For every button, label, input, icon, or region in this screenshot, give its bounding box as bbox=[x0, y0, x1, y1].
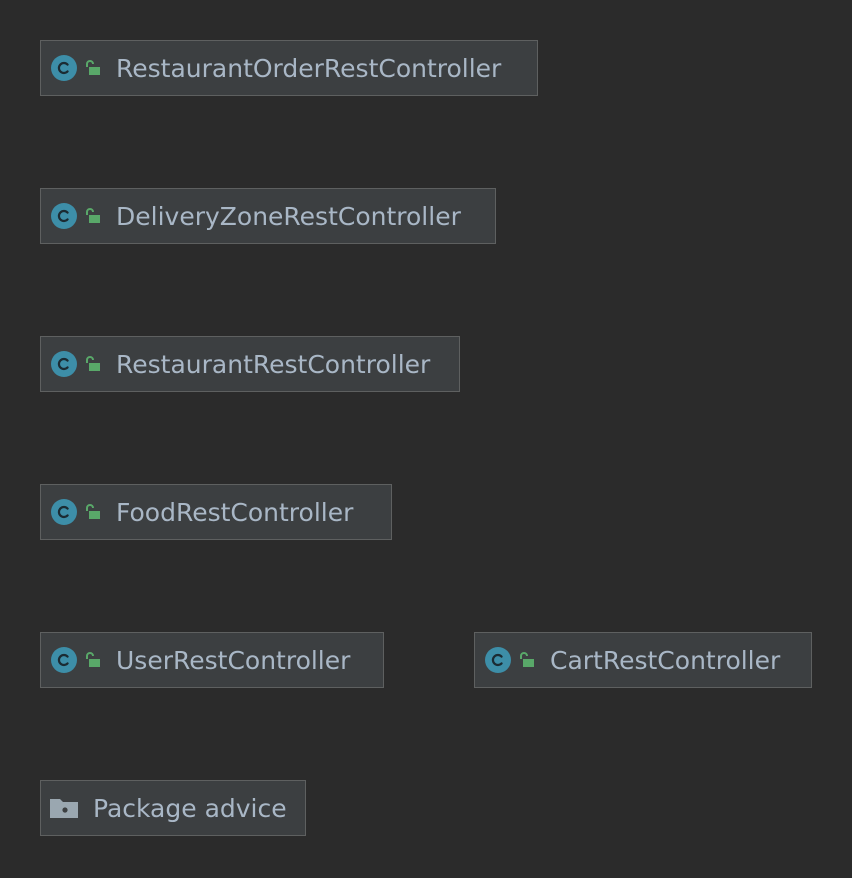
folder-icon bbox=[50, 799, 78, 818]
package-name-label: Package advice bbox=[93, 793, 287, 823]
class-node-restaurant-rest-controller[interactable]: RestaurantRestController bbox=[40, 336, 460, 392]
class-c-icon bbox=[485, 647, 511, 673]
class-c-icon bbox=[51, 55, 77, 81]
class-name-label: RestaurantOrderRestController bbox=[116, 53, 502, 83]
public-lock-icon bbox=[86, 652, 100, 667]
public-lock-icon bbox=[520, 652, 534, 667]
class-node-delivery-zone-rest-controller[interactable]: DeliveryZoneRestController bbox=[40, 188, 496, 244]
class-node-cart-rest-controller[interactable]: CartRestController bbox=[474, 632, 812, 688]
class-name-label: FoodRestController bbox=[116, 497, 354, 527]
class-node-restaurant-order-rest-controller[interactable]: RestaurantOrderRestController bbox=[40, 40, 538, 96]
class-name-label: DeliveryZoneRestController bbox=[116, 201, 461, 231]
class-node-food-rest-controller[interactable]: FoodRestController bbox=[40, 484, 392, 540]
class-c-icon bbox=[51, 647, 77, 673]
class-name-label: RestaurantRestController bbox=[116, 349, 431, 379]
public-lock-icon bbox=[86, 60, 100, 75]
class-c-icon bbox=[51, 351, 77, 377]
class-name-label: UserRestController bbox=[116, 645, 351, 675]
public-lock-icon bbox=[86, 208, 100, 223]
package-node-advice[interactable]: Package advice bbox=[40, 780, 306, 836]
class-node-user-rest-controller[interactable]: UserRestController bbox=[40, 632, 384, 688]
class-c-icon bbox=[51, 499, 77, 525]
class-name-label: CartRestController bbox=[550, 645, 781, 675]
public-lock-icon bbox=[86, 504, 100, 519]
class-c-icon bbox=[51, 203, 77, 229]
public-lock-icon bbox=[86, 356, 100, 371]
